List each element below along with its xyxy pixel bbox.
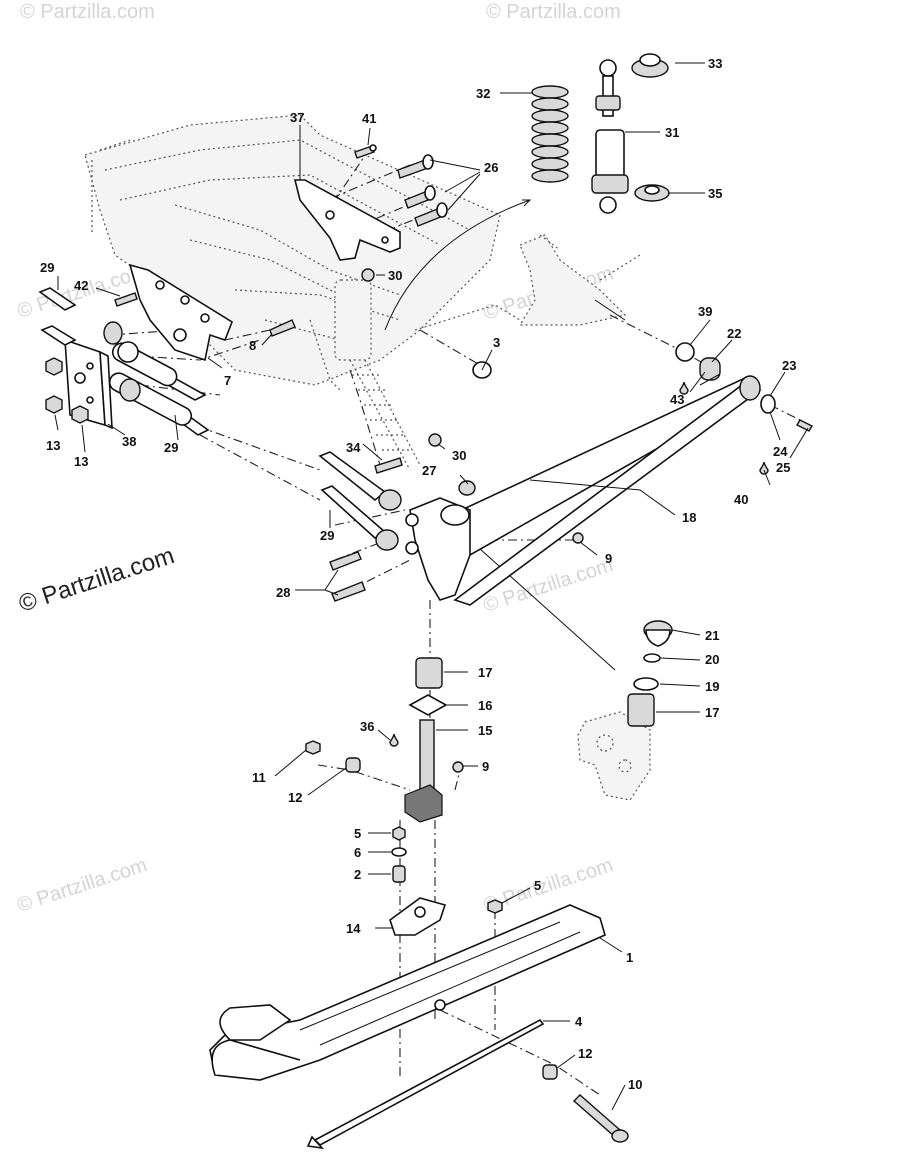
callout-5-b: 5 bbox=[534, 878, 541, 893]
rods-29-left bbox=[38, 287, 210, 436]
callout-7: 7 bbox=[224, 373, 231, 388]
callout-8: 8 bbox=[249, 338, 256, 353]
ski-attach-hardware bbox=[305, 733, 503, 914]
callout-4: 4 bbox=[575, 1014, 583, 1029]
callout-15: 15 bbox=[478, 723, 492, 738]
callout-33: 33 bbox=[708, 56, 722, 71]
callout-29-c: 29 bbox=[320, 528, 334, 543]
nuts-13 bbox=[45, 357, 89, 424]
callout-1: 1 bbox=[626, 950, 633, 965]
callout-5-a: 5 bbox=[354, 826, 361, 841]
watermark-top-left: © Partzilla.com bbox=[20, 1, 155, 23]
callout-27: 27 bbox=[422, 463, 436, 478]
shock-bracket-37 bbox=[293, 179, 401, 261]
installed-shock bbox=[334, 279, 421, 471]
kingpin-bracket bbox=[577, 711, 651, 801]
callout-28: 28 bbox=[276, 585, 290, 600]
shock-assembly-31 bbox=[591, 59, 629, 214]
watermark-main: © Partzilla.com bbox=[16, 542, 178, 618]
chassis-frame bbox=[84, 114, 521, 391]
callout-34: 34 bbox=[346, 440, 361, 455]
bushings bbox=[103, 321, 141, 402]
callout-17-b: 17 bbox=[705, 705, 719, 720]
callout-26: 26 bbox=[484, 160, 498, 175]
callout-17-a: 17 bbox=[478, 665, 492, 680]
callout-12-b: 12 bbox=[578, 1046, 592, 1061]
callout-25: 25 bbox=[776, 460, 790, 475]
callout-29-a: 29 bbox=[40, 260, 54, 275]
callout-19: 19 bbox=[705, 679, 719, 694]
callout-38: 38 bbox=[122, 434, 136, 449]
callout-18: 18 bbox=[682, 510, 696, 525]
rods-29-right bbox=[318, 451, 402, 551]
callout-13-a: 13 bbox=[46, 438, 60, 453]
cap-33 bbox=[631, 53, 669, 78]
ski-1 bbox=[209, 904, 606, 1081]
leader-lines bbox=[54, 62, 809, 1111]
callout-21: 21 bbox=[705, 628, 719, 643]
callout-42: 42 bbox=[74, 278, 88, 293]
watermark-left-lower: © Partzilla.com bbox=[15, 854, 150, 917]
cap-35 bbox=[634, 184, 670, 202]
callout-35: 35 bbox=[708, 186, 722, 201]
callout-22: 22 bbox=[727, 326, 741, 341]
a-arm-18 bbox=[405, 375, 762, 606]
ski-saddle-14 bbox=[389, 897, 447, 936]
callout-40: 40 bbox=[734, 492, 748, 507]
callout-31: 31 bbox=[665, 125, 679, 140]
callout-43: 43 bbox=[670, 392, 684, 407]
callout-13-b: 13 bbox=[74, 454, 88, 469]
spindle-15 bbox=[404, 657, 448, 823]
callout-16: 16 bbox=[478, 698, 492, 713]
callout-11: 11 bbox=[252, 770, 266, 785]
callout-labels: 33 32 31 35 37 41 26 29 42 30 8 7 3 39 2… bbox=[40, 56, 796, 1092]
callout-9-a: 9 bbox=[605, 551, 612, 566]
callout-14: 14 bbox=[346, 921, 361, 936]
callout-30-b: 30 bbox=[452, 448, 466, 463]
callout-3: 3 bbox=[493, 335, 500, 350]
wear-bar-4 bbox=[306, 1018, 545, 1150]
callout-9-b: 9 bbox=[482, 759, 489, 774]
callout-32: 32 bbox=[476, 86, 490, 101]
callout-37: 37 bbox=[290, 110, 304, 125]
kingpin-parts bbox=[627, 620, 673, 727]
callout-30-a: 30 bbox=[388, 268, 402, 283]
arm-end-hardware bbox=[675, 342, 776, 475]
callout-23: 23 bbox=[782, 358, 796, 373]
callout-20: 20 bbox=[705, 652, 719, 667]
bolts-26 bbox=[397, 154, 448, 227]
spindle-upper-bracket bbox=[518, 234, 641, 326]
callout-36: 36 bbox=[360, 719, 374, 734]
callout-29-b: 29 bbox=[164, 440, 178, 455]
frame-plate-38 bbox=[64, 338, 113, 430]
callout-39: 39 bbox=[698, 304, 712, 319]
spring-32 bbox=[531, 85, 569, 183]
watermark-top-right: © Partzilla.com bbox=[486, 1, 621, 23]
callout-10: 10 bbox=[628, 1077, 642, 1092]
watermark-right-middle: © Partzilla.com bbox=[481, 554, 616, 617]
callout-41: 41 bbox=[362, 111, 376, 126]
ski-bolt-10 bbox=[542, 1064, 629, 1143]
frame-plate-7 bbox=[128, 263, 233, 362]
callout-6: 6 bbox=[354, 845, 361, 860]
callout-2: 2 bbox=[354, 867, 361, 882]
callout-24: 24 bbox=[773, 444, 788, 459]
callout-12-a: 12 bbox=[288, 790, 302, 805]
